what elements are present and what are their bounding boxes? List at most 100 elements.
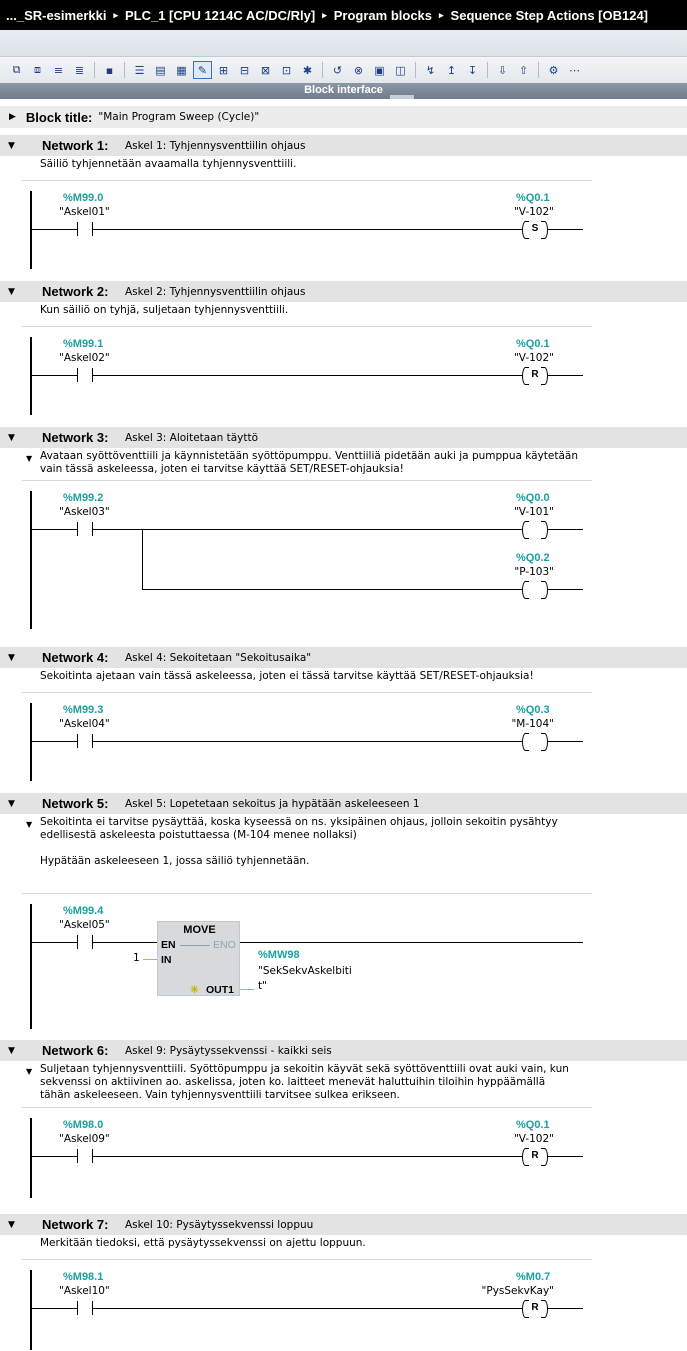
coil-address[interactable]: %Q0.1 [516,338,550,350]
coil-address[interactable]: %M0.7 [516,1271,551,1283]
next-error-icon[interactable]: ↧ [467,63,478,77]
move-out-tag-continued[interactable]: t" [258,980,267,992]
properties-icon[interactable]: ⚙ [548,63,559,77]
expand-arrow-icon[interactable]: ▶ [9,112,16,122]
coil-symbol[interactable]: R [522,1148,548,1166]
network-comment[interactable]: ▼Avataan syöttöventtiili ja käynnistetää… [22,450,592,481]
absolute-operands-icon[interactable]: ▪ [105,63,114,77]
coil-symbol[interactable]: R [522,367,548,385]
upload-icon[interactable]: ⇧ [518,63,529,77]
network-comment[interactable]: Sekoitinta ajetaan vain tässä askeleessa… [22,670,592,693]
collapse-arrow-icon[interactable]: ▼ [8,140,15,151]
contact-address[interactable]: %M99.2 [63,492,104,504]
no-contact-symbol[interactable] [77,368,93,382]
move-in-value[interactable]: 1 [133,952,140,964]
coil-tag[interactable]: "M-104" [511,718,554,730]
network-comments-icon[interactable]: ✎ [193,61,212,79]
coil-symbol[interactable] [522,521,548,539]
contact-address[interactable]: %M99.3 [63,704,104,716]
contact-address[interactable]: %M98.0 [63,1119,104,1131]
network-title[interactable]: Askel 3: Aloitetaan täyttö [125,431,259,444]
collapse-arrow-icon[interactable]: ▼ [8,652,15,663]
network-title[interactable]: Askel 2: Tyhjennysventtiilin ohjaus [125,285,306,298]
network-header[interactable]: ▼Network 2:Askel 2: Tyhjennysventtiilin … [0,281,687,302]
expand-networks-icon[interactable]: ▤ [155,63,166,77]
coil-tag[interactable]: "V-102" [513,1133,554,1145]
contact-tag[interactable]: "Askel04" [59,718,110,730]
no-contact-symbol[interactable] [77,222,93,236]
contact-address[interactable]: %M99.4 [63,905,104,917]
block-title-row[interactable]: ▶ Block title: "Main Program Sweep (Cycl… [0,106,687,128]
monitoring-off-icon[interactable]: ⊗ [353,63,364,77]
coil-tag[interactable]: "V-101" [513,506,554,518]
network-title[interactable]: Askel 10: Pysäytyssekvenssi loppuu [125,1218,314,1231]
coil-tag[interactable]: "V-102" [513,352,554,364]
insert-network-icon[interactable]: ⧉ [12,63,21,76]
tag-info-icon[interactable]: ⊟ [239,63,250,77]
breadcrumb-item-block[interactable]: Sequence Step Actions [OB124] [450,7,649,23]
coil-symbol[interactable]: R [522,1300,548,1318]
no-contact-symbol[interactable] [77,734,93,748]
coil-symbol[interactable] [522,581,548,599]
no-contact-symbol[interactable] [77,1301,93,1315]
coil-symbol[interactable]: S [522,221,548,239]
collapse-arrow-icon[interactable]: ▼ [8,432,15,443]
compare-icon[interactable]: ◫ [395,63,406,77]
zoom-icon[interactable]: ✱ [302,63,313,77]
contact-address[interactable]: %M99.0 [63,192,104,204]
contact-tag[interactable]: "Askel09" [59,1133,110,1145]
breadcrumb-item-project[interactable]: ..._SR-esimerkki [6,7,107,23]
coil-address[interactable]: %Q0.1 [516,192,550,204]
comment-collapse-icon[interactable]: ▼ [26,454,33,463]
network-comment[interactable]: Säiliö tyhjennetään avaamalla tyhjennysv… [22,158,592,181]
no-contact-symbol[interactable] [77,522,93,536]
tag-list-icon[interactable]: ⊡ [281,63,292,77]
coil-address[interactable]: %Q0.0 [516,492,550,504]
collapse-networks-icon[interactable]: ☰ [134,63,145,77]
delete-network-icon[interactable]: ⧈ [34,63,41,76]
move-out-tag[interactable]: "SekSekvAskelbiti [258,965,352,977]
network-header[interactable]: ▼Network 5:Askel 5: Lopetetaan sekoitus … [0,793,687,814]
more-icon[interactable]: ⋯ [569,63,580,77]
collapse-arrow-icon[interactable]: ▼ [8,1045,15,1056]
coil-address[interactable]: %Q0.1 [516,1119,550,1131]
block-interface-splitter[interactable]: Block interface [0,83,687,99]
collapse-arrow-icon[interactable]: ▼ [8,1219,15,1230]
network-header[interactable]: ▼Network 7:Askel 10: Pysäytyssekvenssi l… [0,1214,687,1235]
coil-symbol[interactable] [522,733,548,751]
network-comment[interactable]: Kun säiliö on tyhjä, suljetaan tyhjennys… [22,304,592,327]
no-contact-symbol[interactable] [77,1149,93,1163]
contact-tag[interactable]: "Askel02" [59,352,110,364]
network-comment[interactable]: ▼Sekoitinta ei tarvitse pysäyttää, koska… [22,816,592,894]
comment-collapse-icon[interactable]: ▼ [26,820,33,829]
network-overview-icon[interactable]: ▦ [176,63,187,77]
network-title[interactable]: Askel 9: Pysäytyssekvenssi - kaikki seis [125,1044,332,1057]
contact-address[interactable]: %M98.1 [63,1271,104,1283]
favorites-icon[interactable]: ⊞ [218,63,229,77]
download-icon[interactable]: ⇩ [497,63,508,77]
contact-tag[interactable]: "Askel10" [59,1285,110,1297]
insert-row-icon[interactable]: ≡ [53,63,64,77]
contact-tag[interactable]: "Askel01" [59,206,110,218]
tag-display-icon[interactable]: ⊠ [260,63,271,77]
collapse-arrow-icon[interactable]: ▼ [8,286,15,297]
splitter-grip-icon[interactable] [390,95,414,99]
network-comment[interactable]: ▼Suljetaan tyhjennysventtiili. Syöttöpum… [22,1063,592,1108]
coil-tag[interactable]: "P-103" [514,566,554,578]
network-title[interactable]: Askel 5: Lopetetaan sekoitus ja hypätään… [125,797,420,810]
coil-address[interactable]: %Q0.2 [516,552,550,564]
coil-address[interactable]: %Q0.3 [516,704,550,716]
breadcrumb-item-program-blocks[interactable]: Program blocks [333,7,433,23]
coil-tag[interactable]: "PysSekvKay" [481,1285,554,1297]
breadcrumb-item-plc[interactable]: PLC_1 [CPU 1214C AC/DC/Rly] [124,7,316,23]
network-header[interactable]: ▼Network 4:Askel 4: Sekoitetaan "Sekoitu… [0,647,687,668]
block-title-comment[interactable]: "Main Program Sweep (Cycle)" [98,111,260,123]
monitoring-on-icon[interactable]: ↺ [332,63,343,77]
contact-tag[interactable]: "Askel05" [59,919,110,931]
move-out-address[interactable]: %MW98 [258,949,300,961]
collapse-arrow-icon[interactable]: ▼ [8,798,15,809]
comment-collapse-icon[interactable]: ▼ [26,1067,33,1076]
network-title[interactable]: Askel 4: Sekoitetaan "Sekoitusaika" [125,651,312,664]
snapshot-icon[interactable]: ▣ [374,63,385,77]
